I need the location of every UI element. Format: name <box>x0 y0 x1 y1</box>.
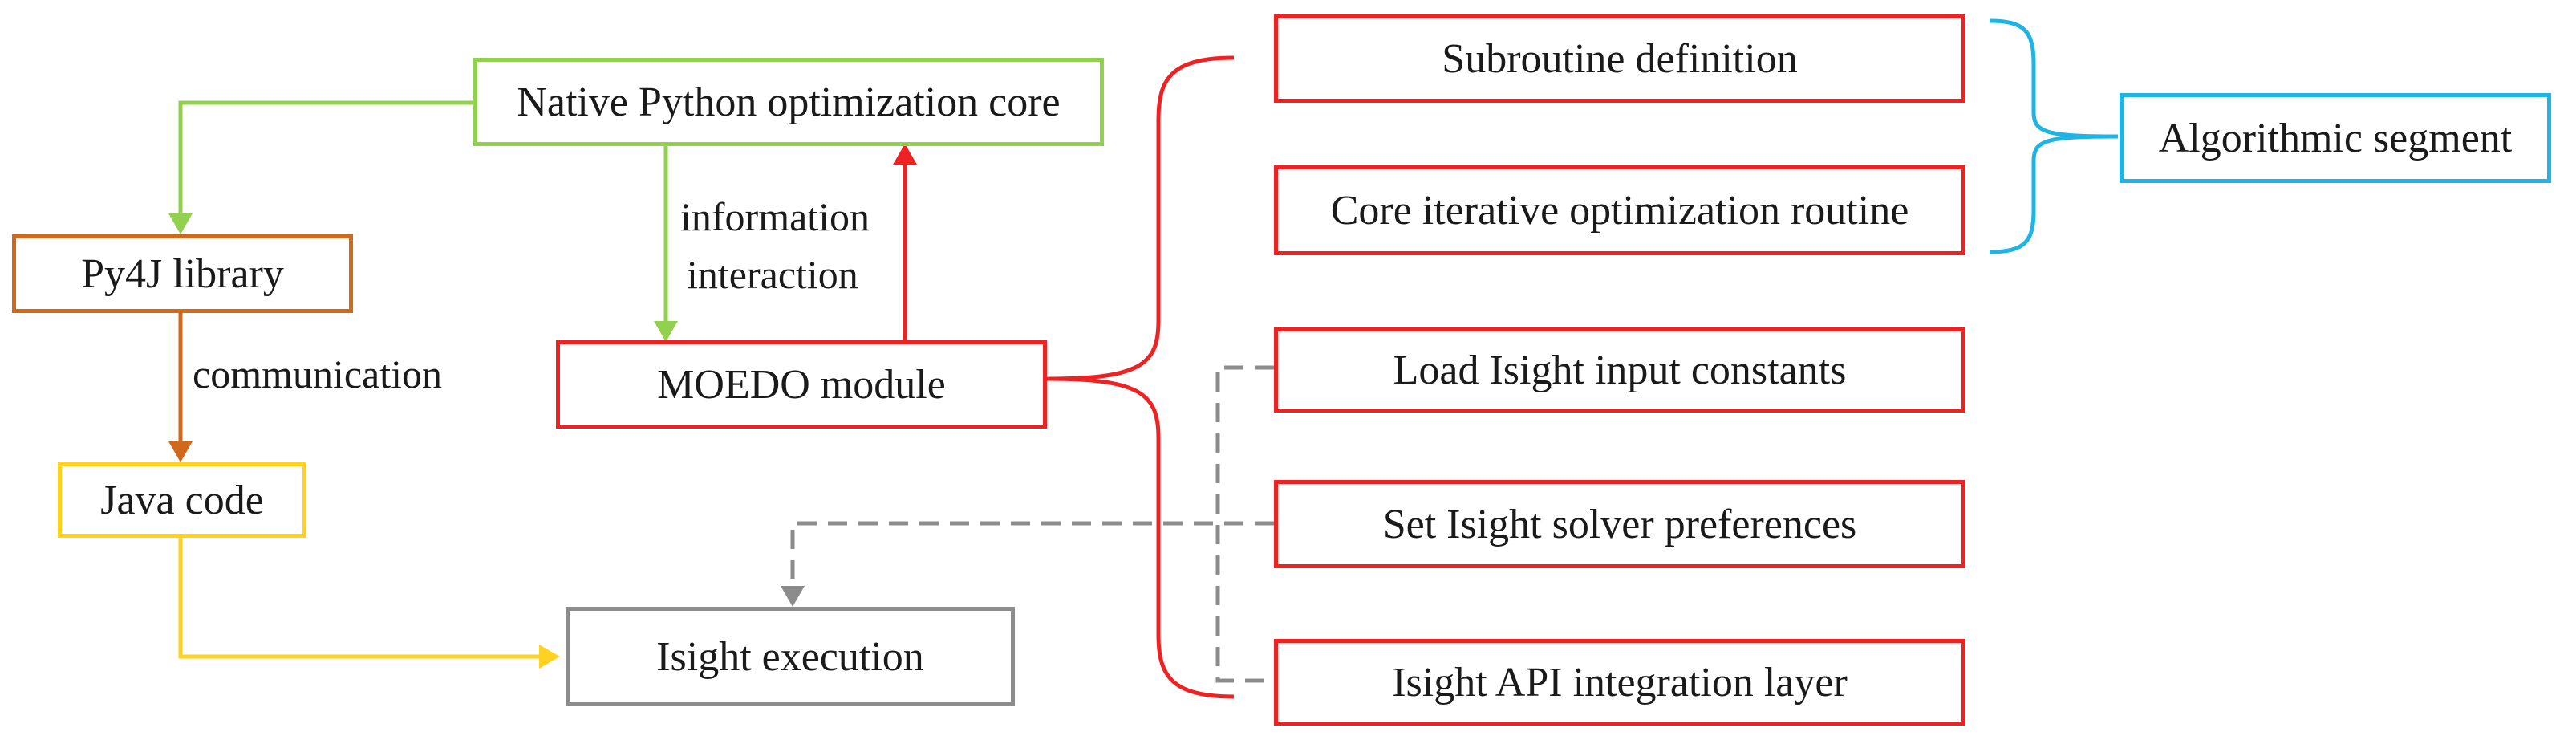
algorithmic-box: Algorithmic segment <box>2120 93 2551 183</box>
api-layer-box: Isight API integration layer <box>1274 639 1965 726</box>
edge-label-information: information <box>680 194 870 239</box>
java-label: Java code <box>100 477 264 523</box>
edge-load-to-api <box>1215 365 1274 683</box>
py4j-box: Py4J library <box>12 234 353 313</box>
edge-label-communication: communication <box>193 352 443 396</box>
edge-core-to-py4j <box>178 100 473 222</box>
py4j-label: Py4J library <box>81 250 284 297</box>
native-core-box: Native Python optimization core <box>473 58 1104 146</box>
subroutine-box: Subroutine definition <box>1274 14 1965 103</box>
subroutine-label: Subroutine definition <box>1442 35 1798 82</box>
native-core-label: Native Python optimization core <box>517 79 1061 125</box>
moedo-label: MOEDO module <box>657 361 946 408</box>
edge-label-interaction: interaction <box>687 252 858 297</box>
core-iterative-box: Core iterative optimization routine <box>1274 165 1965 255</box>
brace-moedo <box>1046 55 1235 699</box>
solver-prefs-box: Set Isight solver preferences <box>1274 480 1965 568</box>
java-box: Java code <box>58 462 306 538</box>
arrowhead-py4j <box>168 213 193 234</box>
moedo-box: MOEDO module <box>556 340 1047 429</box>
brace-algorithmic <box>1989 18 2119 254</box>
core-iterative-label: Core iterative optimization routine <box>1330 187 1909 234</box>
api-layer-label: Isight API integration layer <box>1392 659 1848 706</box>
isight-exec-label: Isight execution <box>656 633 924 680</box>
solver-prefs-label: Set Isight solver preferences <box>1382 501 1857 547</box>
arrowhead-moedo <box>654 321 678 342</box>
isight-exec-box: Isight execution <box>566 607 1015 706</box>
algorithmic-label: Algorithmic segment <box>2158 115 2513 161</box>
arrowhead-core <box>893 144 917 165</box>
load-constants-box: Load Isight input constants <box>1274 327 1965 413</box>
edge-prefs-to-isight <box>790 521 1274 591</box>
load-constants-label: Load Isight input constants <box>1393 347 1847 393</box>
arrowhead-isight-exec <box>539 645 560 669</box>
arrowhead-isight-exec-top <box>781 586 805 607</box>
arrowhead-java <box>168 441 193 462</box>
edge-java-to-isight <box>178 538 546 659</box>
